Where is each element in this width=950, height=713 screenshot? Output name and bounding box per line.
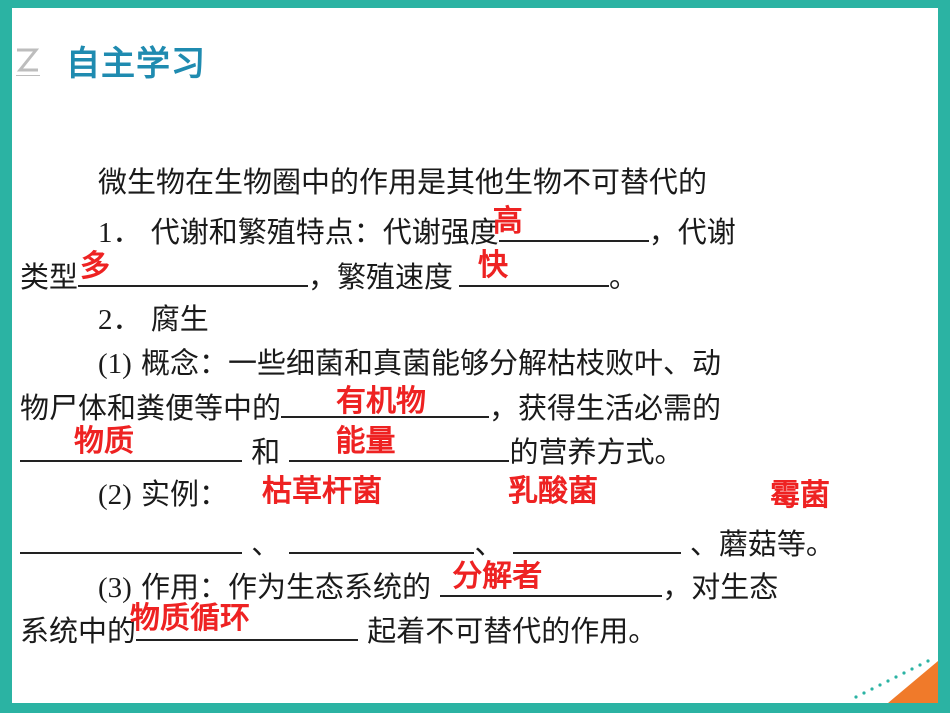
- text-line-4: 2． 腐生: [98, 299, 209, 339]
- reproduction-label: ，繁殖速度: [308, 260, 454, 294]
- blank-5: 物质: [20, 424, 242, 462]
- sub-number-3: (3): [98, 572, 132, 604]
- blank-9: [512, 522, 681, 554]
- item-2-heading: 腐生: [150, 302, 209, 336]
- answer-9: 霉菌: [770, 478, 830, 513]
- answer-8: 乳酸菌: [508, 474, 598, 509]
- answer-6: 能量: [335, 424, 396, 459]
- separator-2: 、: [474, 527, 504, 561]
- role-text-3: 系统中的: [20, 614, 137, 648]
- line-3-end: 。: [609, 260, 639, 294]
- blank-7: [20, 522, 242, 554]
- text-line-10: (3) 作用：作为生态系统的 分解者 ，对生态: [98, 559, 779, 605]
- text-line-7: 物质 和 能量 的营养方式。: [20, 424, 684, 470]
- examples-label: 实例：: [141, 477, 229, 511]
- blank-8: [289, 522, 475, 554]
- item-number-1: 1．: [98, 217, 142, 249]
- concept-text: 概念：一些细菌和真菌能够分解枯枝败叶、动: [141, 346, 722, 380]
- sub-number-2: (2): [98, 479, 132, 511]
- sub-number-1: (1): [98, 348, 132, 380]
- answer-2: 多: [80, 249, 111, 284]
- item-number-2: 2．: [98, 304, 142, 336]
- page-title: 自主学习: [66, 44, 206, 84]
- blank-3: [459, 255, 610, 287]
- text-line-6: 物尸体和粪便等中的 ，获得生活必需的: [20, 386, 721, 426]
- header-area: [12, 8, 938, 153]
- concept-text-2: 物尸体和粪便等中的: [20, 391, 282, 425]
- answer-4: 有机物: [336, 384, 426, 419]
- answer-5: 物质: [74, 424, 134, 459]
- corner-z-icon: [16, 48, 40, 76]
- text-line-11: 系统中的 物质循环 起着不可替代的作用。: [20, 601, 658, 649]
- role-end: 起着不可替代的作用。: [367, 614, 658, 648]
- and-text: 和: [251, 435, 281, 469]
- blank-11: 物质循环: [130, 601, 359, 641]
- intro-text: 微生物在生物圈中的作用是其他生物不可替代的: [98, 165, 708, 199]
- text-line-9: 、 、 、蘑菇等。: [20, 522, 835, 562]
- role-text: 作用：作为生态系统的: [141, 570, 432, 604]
- blank-1: 高: [493, 204, 649, 242]
- answer-7: 枯草杆菌: [262, 474, 382, 509]
- text-line-3: 类型 多 ，繁殖速度 。: [20, 249, 639, 295]
- text-line-1: 微生物在生物圈中的作用是其他生物不可替代的: [98, 162, 707, 202]
- concept-end: 的营养方式。: [509, 435, 684, 469]
- slide-frame-bottom: [0, 703, 950, 713]
- answer-3: 快: [478, 248, 508, 283]
- answer-1: 高: [492, 204, 523, 239]
- answer-10: 分解者: [452, 559, 543, 594]
- answer-11: 物质循环: [130, 601, 251, 636]
- blank-4: [281, 386, 490, 418]
- text-line-8: (2) 实例：: [98, 474, 228, 514]
- blank-2: 多: [78, 249, 309, 287]
- concept-text-3: ，获得生活必需的: [489, 391, 722, 425]
- separator-1: 、: [251, 527, 281, 561]
- corner-decoration: [854, 659, 938, 703]
- examples-end: 、蘑菇等。: [689, 527, 835, 561]
- role-text-2: ，对生态: [662, 570, 779, 604]
- text-line-5: (1) 概念：一些细菌和真菌能够分解枯枝败叶、动: [98, 343, 721, 383]
- type-label: 类型: [20, 260, 79, 294]
- blank-10: 分解者: [440, 559, 663, 597]
- text-line-2: 1． 代谢和繁殖特点：代谢强度 高 ，代谢: [98, 204, 736, 250]
- item-1-text: 代谢和繁殖特点：代谢强度: [150, 215, 499, 249]
- item-1-tail: ，代谢: [648, 215, 736, 249]
- blank-6: 能量: [289, 424, 510, 462]
